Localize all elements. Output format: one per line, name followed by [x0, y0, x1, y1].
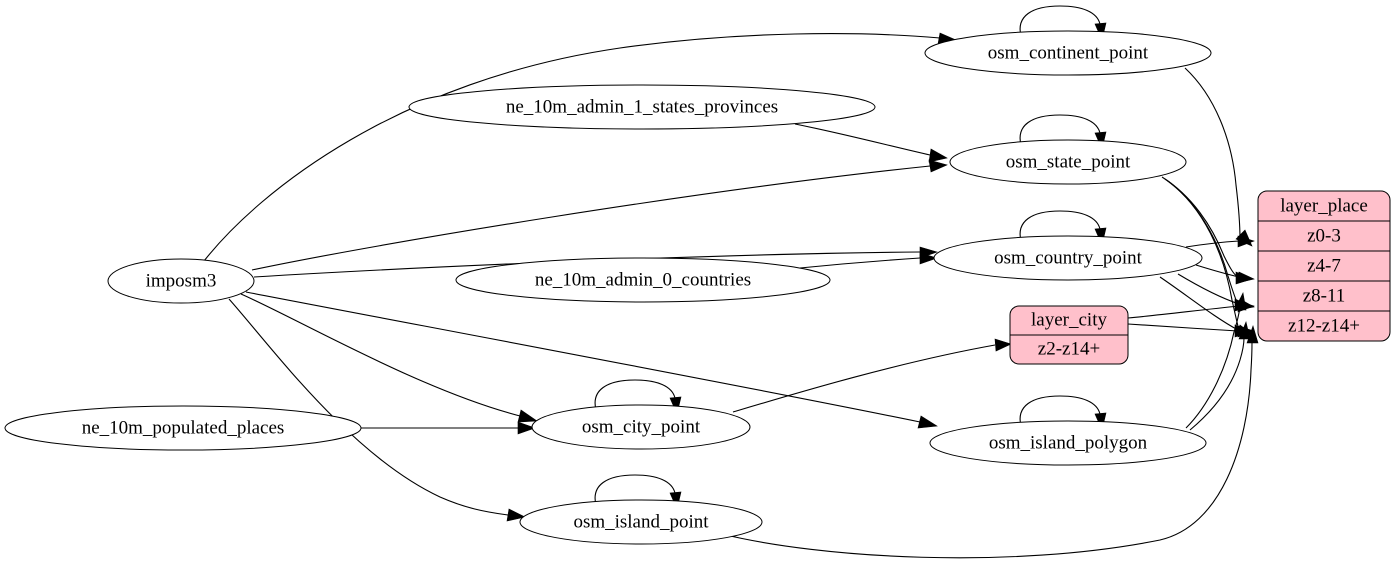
edge-ne-countries-to-osm-country-point [799, 252, 938, 269]
node-ne-states-label: ne_10m_admin_1_states_provinces [506, 96, 778, 117]
node-ne-states-shape[interactable] [408, 84, 876, 130]
node-layer-city[interactable]: layer_city z2-z14+ [1009, 305, 1129, 365]
node-osm-island-point[interactable]: osm_island_point [519, 499, 763, 545]
edge-imposm3-to-osm-island-polygon [245, 291, 938, 429]
node-osm-country-point-label: osm_country_point [994, 247, 1142, 268]
node-ne-countries-shape[interactable] [455, 257, 831, 303]
edge-imposm3-to-osm-continent-point [203, 32, 957, 262]
node-layer-place-title: layer_place [1280, 195, 1368, 216]
node-ne-10m-admin-0-countries[interactable]: ne_10m_admin_0_countries [455, 257, 831, 303]
node-osm-state-point[interactable]: osm_state_point [949, 139, 1187, 185]
edge-osm-country-point-to-layer-place-z4-7 [1195, 264, 1255, 284]
node-layer-place-row-z0-3[interactable]: z0-3 [1307, 225, 1341, 246]
node-layer: imposm3 ne_10m_admin_1_states_provinces … [4, 30, 1391, 545]
edge-osm-island-polygon-to-layer-place-z8-11 [1185, 292, 1247, 429]
node-layer-place-row-z12-z14[interactable]: z12-z14+ [1288, 315, 1360, 336]
node-osm-city-point[interactable]: osm_city_point [531, 404, 751, 450]
edge-osm-continent-point-to-layer-place-z0-3 [1184, 67, 1253, 247]
node-layer-city-row-z2-z14[interactable]: z2-z14+ [1038, 338, 1100, 359]
node-osm-island-polygon-label: osm_island_polygon [989, 432, 1148, 453]
node-osm-state-point-shape[interactable] [949, 139, 1187, 185]
node-layer-place-row-z4-7[interactable]: z4-7 [1307, 255, 1341, 276]
node-osm-country-point-shape[interactable] [933, 235, 1203, 281]
node-osm-city-point-shape[interactable] [531, 404, 751, 450]
edge-ne-populated-to-osm-city-point [361, 421, 536, 435]
node-osm-state-point-label: osm_state_point [1006, 151, 1131, 172]
node-ne-populated-label: ne_10m_populated_places [82, 417, 285, 438]
node-ne-10m-populated-places[interactable]: ne_10m_populated_places [4, 405, 362, 451]
edge-osm-country-point-to-layer-place-z0-3 [1185, 235, 1255, 248]
edge-ne-states-to-osm-state-point [794, 123, 948, 163]
edge-imposm3-to-osm-state-point [251, 159, 948, 271]
node-osm-continent-point-label: osm_continent_point [988, 42, 1149, 63]
node-osm-island-point-shape[interactable] [519, 499, 763, 545]
node-ne-countries-label: ne_10m_admin_0_countries [535, 269, 751, 290]
node-osm-island-polygon[interactable]: osm_island_polygon [929, 420, 1207, 466]
node-osm-continent-point[interactable]: osm_continent_point [924, 30, 1212, 76]
node-osm-city-point-label: osm_city_point [582, 416, 701, 437]
edge-layer [203, 5, 1259, 559]
node-osm-island-polygon-shape[interactable] [929, 420, 1207, 466]
edge-osm-island-polygon-to-layer-place-z12-z14 [1189, 321, 1251, 431]
node-imposm3-label: imposm3 [146, 270, 217, 291]
edge-osm-island-point-to-layer-place-z12-z14 [721, 325, 1259, 559]
node-osm-continent-point-shape[interactable] [924, 30, 1212, 76]
edge-imposm3-to-osm-city-point [240, 293, 538, 423]
node-osm-island-point-label: osm_island_point [573, 511, 709, 532]
node-layer-place-box[interactable] [1257, 190, 1391, 342]
edge-imposm3-to-osm-island-point [228, 298, 526, 522]
node-imposm3-shape[interactable] [107, 258, 255, 304]
node-ne-populated-shape[interactable] [4, 405, 362, 451]
node-osm-country-point[interactable]: osm_country_point [933, 235, 1203, 281]
node-layer-city-title: layer_city [1031, 309, 1107, 330]
node-ne-10m-admin-1-states-provinces[interactable]: ne_10m_admin_1_states_provinces [408, 84, 876, 130]
node-layer-place-row-z8-11[interactable]: z8-11 [1303, 285, 1346, 306]
edge-osm-city-point-to-layer-city-z2-z14 [732, 338, 1012, 413]
node-imposm3[interactable]: imposm3 [107, 258, 255, 304]
node-layer-place[interactable]: layer_place z0-3 z4-7 z8-11 z12-z14+ [1257, 190, 1391, 342]
